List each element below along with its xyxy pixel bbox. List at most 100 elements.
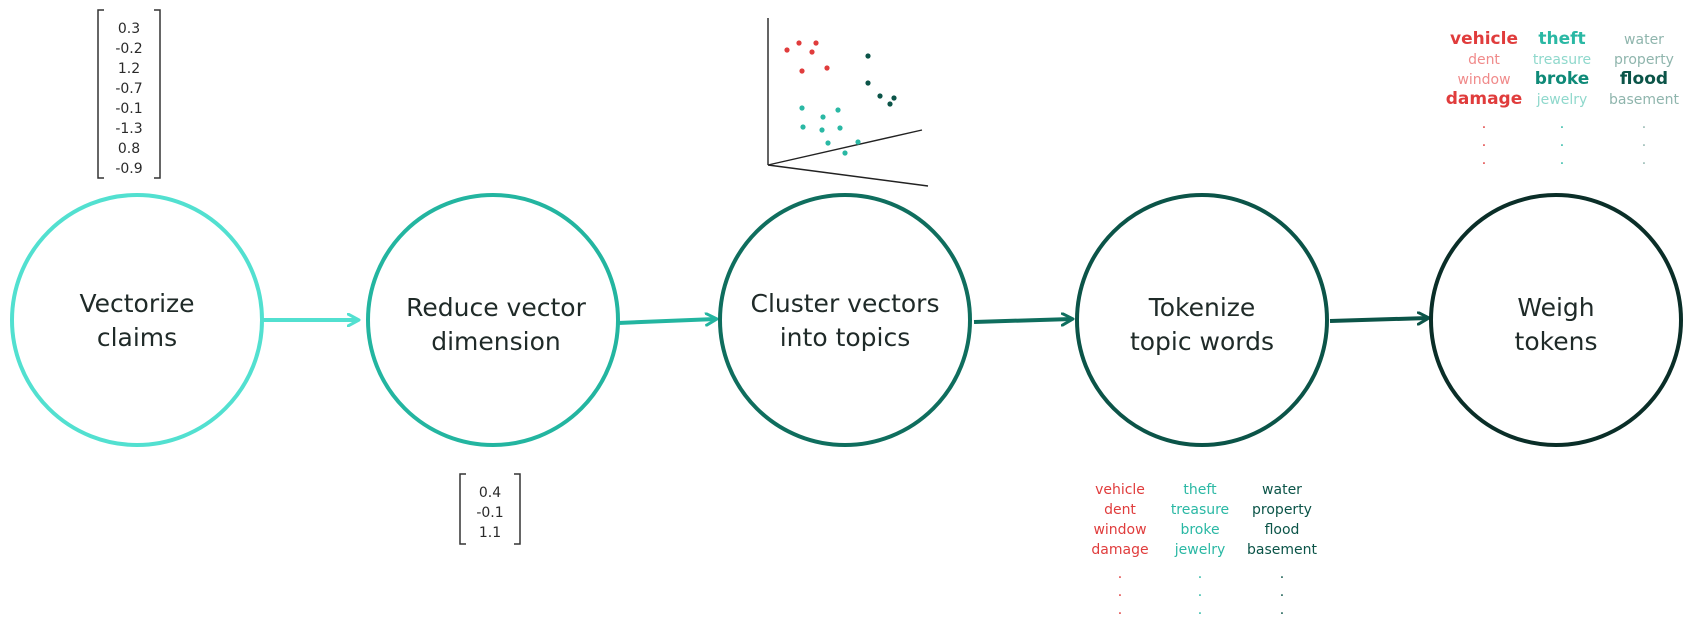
ellipsis-dot: . bbox=[1280, 602, 1284, 618]
scatter-point-red bbox=[799, 68, 805, 74]
scatter-point-dark bbox=[865, 53, 871, 59]
stage-circle bbox=[1075, 193, 1329, 447]
left-bracket bbox=[459, 473, 466, 545]
right-bracket bbox=[154, 9, 161, 179]
stage-label-line2: topic words bbox=[1130, 327, 1274, 356]
weighted-token-word: dent bbox=[1468, 52, 1500, 68]
scatter-axis-depth bbox=[767, 129, 923, 166]
vector-value: 0.8 bbox=[118, 141, 140, 157]
stage-label-line1: Cluster vectors bbox=[750, 289, 939, 318]
token-word: jewelry bbox=[1174, 542, 1226, 558]
token-word: flood bbox=[1265, 522, 1300, 538]
ellipsis-dot: . bbox=[1642, 134, 1646, 150]
ellipsis-dot: . bbox=[1198, 584, 1202, 600]
weighted-token-word: treasure bbox=[1533, 52, 1591, 68]
stage-tokenize: Tokenize topic words bbox=[1075, 193, 1329, 447]
stage-label-line1: Weigh bbox=[1517, 293, 1594, 322]
stage-reduce-dimension: Reduce vector dimension bbox=[366, 193, 620, 447]
vector-value: 0.4 bbox=[479, 485, 501, 501]
token-word: dent bbox=[1104, 502, 1136, 518]
weighted-token-word: flood bbox=[1620, 69, 1668, 89]
scatter-point-teal bbox=[837, 125, 843, 131]
token-word: vehicle bbox=[1095, 482, 1145, 498]
arrow-3-4 bbox=[973, 319, 1072, 322]
vector-value: -0.9 bbox=[115, 161, 142, 177]
ellipsis-dot: . bbox=[1560, 152, 1564, 168]
scatter-point-dark bbox=[865, 80, 871, 86]
scatter-point-teal bbox=[825, 140, 831, 146]
vector-value: 1.2 bbox=[118, 61, 140, 77]
weighted-token-word: jewelry bbox=[1536, 92, 1588, 108]
token-lists: vehicledentwindowdamage...thefttreasureb… bbox=[1091, 482, 1317, 618]
scatter-point-dark bbox=[877, 93, 883, 99]
reduced-vector: 0.4 -0.1 1.1 bbox=[459, 473, 521, 545]
arrow-2-3 bbox=[617, 319, 716, 323]
cluster-scatter-plot bbox=[767, 18, 929, 187]
stage-label-line2: dimension bbox=[431, 327, 561, 356]
stage-cluster-vectors: Cluster vectors into topics bbox=[718, 193, 972, 447]
scatter-point-dark bbox=[891, 95, 897, 101]
ellipsis-dot: . bbox=[1482, 134, 1486, 150]
scatter-point-teal bbox=[855, 139, 861, 145]
weighted-token-word: basement bbox=[1609, 92, 1679, 108]
stage-vectorize: Vectorize claims bbox=[10, 193, 264, 447]
scatter-point-red bbox=[809, 49, 815, 55]
scatter-point-teal bbox=[799, 105, 805, 111]
stage-label-line1: Reduce vector bbox=[406, 293, 586, 322]
token-word: damage bbox=[1091, 542, 1148, 558]
weighted-token-word: vehicle bbox=[1450, 29, 1518, 49]
token-word: water bbox=[1262, 482, 1302, 498]
vector-value: -0.1 bbox=[476, 505, 503, 521]
ellipsis-dot: . bbox=[1642, 152, 1646, 168]
vector-value: -0.2 bbox=[115, 41, 142, 57]
ellipsis-dot: . bbox=[1198, 566, 1202, 582]
stage-label-line2: tokens bbox=[1515, 327, 1598, 356]
weighted-token-word: broke bbox=[1535, 69, 1590, 89]
weighted-token-word: property bbox=[1614, 52, 1674, 68]
scatter-point-teal bbox=[819, 127, 825, 133]
ellipsis-dot: . bbox=[1560, 116, 1564, 132]
scatter-point-red bbox=[796, 40, 802, 46]
vector-value: -1.3 bbox=[115, 121, 142, 137]
ellipsis-dot: . bbox=[1118, 566, 1122, 582]
ellipsis-dot: . bbox=[1560, 134, 1564, 150]
token-word: theft bbox=[1183, 482, 1217, 498]
stage-weigh-tokens: Weigh tokens bbox=[1429, 193, 1683, 447]
stage-circle bbox=[366, 193, 620, 447]
left-bracket bbox=[97, 9, 104, 179]
scatter-point-teal bbox=[835, 107, 841, 113]
ellipsis-dot: . bbox=[1280, 584, 1284, 600]
vector-value: -0.1 bbox=[115, 101, 142, 117]
scatter-point-teal bbox=[842, 150, 848, 156]
arrow-4-5 bbox=[1329, 318, 1428, 321]
token-word: broke bbox=[1180, 522, 1219, 538]
vector-value: -0.7 bbox=[115, 81, 142, 97]
ellipsis-dot: . bbox=[1482, 116, 1486, 132]
stage-circle bbox=[718, 193, 972, 447]
scatter-points bbox=[784, 40, 897, 156]
token-word: basement bbox=[1247, 542, 1317, 558]
scatter-point-teal bbox=[820, 114, 826, 120]
scatter-axis-horizontal bbox=[767, 164, 929, 187]
ellipsis-dot: . bbox=[1280, 566, 1284, 582]
ellipsis-dot: . bbox=[1482, 152, 1486, 168]
token-word: property bbox=[1252, 502, 1312, 518]
stage-label-line2: into topics bbox=[780, 323, 911, 352]
weighted-token-word: theft bbox=[1538, 29, 1585, 49]
ellipsis-dot: . bbox=[1118, 602, 1122, 618]
ellipsis-dot: . bbox=[1198, 602, 1202, 618]
stage-label-line1: Vectorize bbox=[79, 289, 194, 318]
weighted-token-word: damage bbox=[1446, 89, 1523, 109]
ellipsis-dot: . bbox=[1642, 116, 1646, 132]
scatter-point-red bbox=[813, 40, 819, 46]
scatter-point-red bbox=[784, 47, 790, 53]
scatter-point-red bbox=[824, 65, 830, 71]
token-word: window bbox=[1093, 522, 1146, 538]
vector-value: 0.3 bbox=[118, 21, 140, 37]
stage-circle bbox=[10, 193, 264, 447]
ellipsis-dot: . bbox=[1118, 584, 1122, 600]
weighted-token-word: window bbox=[1457, 72, 1510, 88]
input-vector: 0.3 -0.2 1.2 -0.7 -0.1 -1.3 0.8 -0.9 bbox=[97, 9, 161, 179]
right-bracket bbox=[514, 473, 521, 545]
